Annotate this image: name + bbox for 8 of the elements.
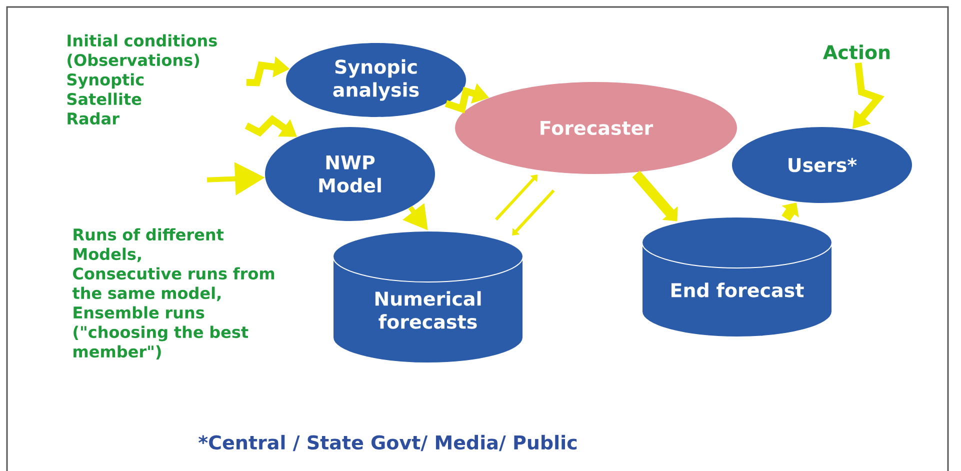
arrow [494,174,538,221]
arrow [632,170,678,222]
database-cylinder: End forecast [642,216,832,338]
note-text: Runs of different Models, Consecutive runs from the same model, Ensemble runs ("choosing the best member") [72,228,274,360]
observation-list: Initial conditions (Observations) Synoptic Satellite Radar [67,34,217,125]
database-cylinder: Numerical forecasts [332,230,524,364]
action-label: Action [823,44,890,60]
footnote-text: *Central / State Govt/ Media/ Public [198,434,577,452]
